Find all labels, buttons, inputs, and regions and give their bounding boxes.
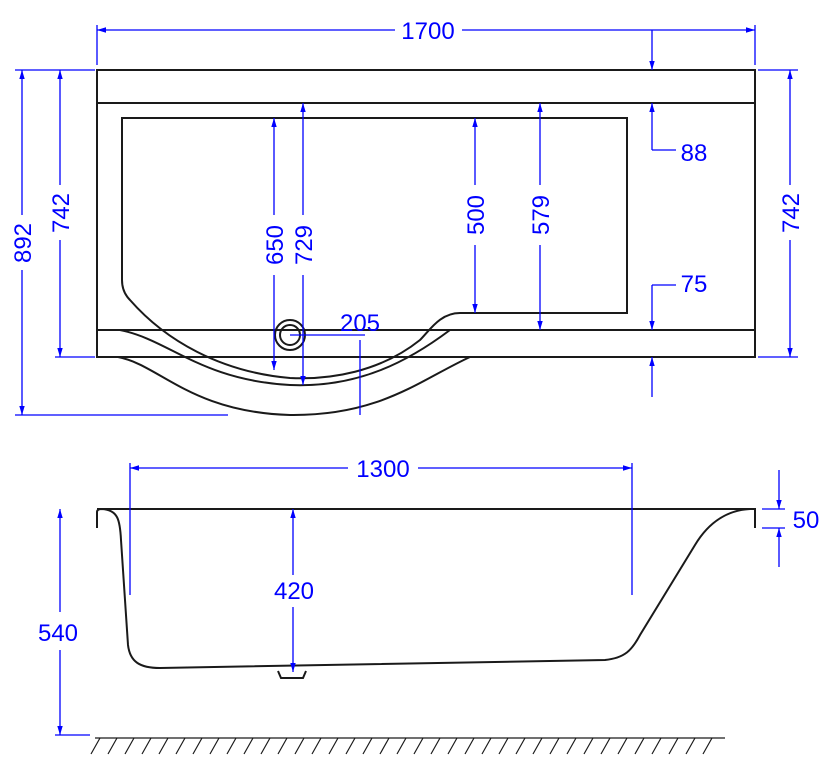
hatch-line	[447, 737, 458, 755]
hatch-line	[566, 737, 577, 755]
dim-label: 579	[528, 195, 555, 235]
hatch-line	[600, 737, 611, 755]
hatch-line	[481, 737, 492, 755]
dim-label: 1300	[356, 456, 409, 483]
dim-depth-742-left: 742	[48, 70, 95, 358]
hatch-line	[226, 737, 237, 755]
dim-basin-729: 729	[291, 103, 318, 385]
hatch-line	[277, 737, 288, 755]
dim-basin-500: 500	[463, 118, 490, 313]
dim-label: 650	[262, 225, 289, 265]
hatch-line	[379, 737, 390, 755]
dim-length-1300: 1300	[129, 456, 633, 595]
dim-rim-88: 88	[649, 30, 708, 167]
dim-rim-50: 50	[762, 470, 819, 567]
hatch-line	[668, 737, 679, 755]
dim-depth-420: 420	[274, 509, 314, 672]
hatch-line	[549, 737, 560, 755]
hatch-line	[498, 737, 509, 755]
dim-label: 50	[793, 507, 820, 534]
dim-depth-742-right: 742	[758, 69, 805, 358]
dim-label: 540	[38, 620, 78, 647]
hatch-line	[294, 737, 305, 755]
dim-basin-650: 650	[262, 118, 289, 370]
hatch-line	[243, 737, 254, 755]
hatch-line	[158, 737, 169, 755]
top-view-outline	[96, 69, 756, 417]
hatch-line	[141, 737, 152, 755]
hatch-line	[107, 737, 118, 755]
dim-basin-579: 579	[528, 103, 555, 330]
dim-label: 742	[778, 193, 805, 233]
hatch-line	[311, 737, 322, 755]
hatch-line	[345, 737, 356, 755]
dim-label: 420	[274, 578, 314, 605]
dim-rim-75: 75	[649, 271, 708, 397]
hatch-line	[413, 737, 424, 755]
hatch-line	[464, 737, 475, 755]
hatch-line	[396, 737, 407, 755]
hatch-line	[617, 737, 628, 755]
dim-depth-892: 892	[10, 69, 228, 416]
dim-label: 1700	[401, 18, 454, 45]
hatch-line	[651, 737, 662, 755]
dim-label: 88	[681, 140, 708, 167]
dim-drain-205: 205	[290, 310, 380, 415]
hatch-line	[90, 737, 101, 755]
hatch-line	[430, 737, 441, 755]
hatch-line	[192, 737, 203, 755]
hatch-line	[362, 737, 373, 755]
hatch-line	[702, 737, 713, 755]
dim-width-1700: 1700	[96, 18, 756, 65]
dim-label: 892	[10, 223, 37, 263]
floor-hatch	[90, 737, 725, 755]
dim-label: 75	[681, 271, 708, 298]
hatch-line	[634, 737, 645, 755]
dim-label: 729	[291, 225, 318, 265]
hatch-line	[209, 737, 220, 755]
side-view-outline	[96, 507, 756, 679]
hatch-line	[175, 737, 186, 755]
dim-label: 500	[463, 195, 490, 235]
hatch-line	[515, 737, 526, 755]
hatch-line	[583, 737, 594, 755]
dim-label: 205	[340, 310, 380, 337]
dim-label: 742	[48, 193, 75, 233]
hatch-line	[124, 737, 135, 755]
hatch-line	[260, 737, 271, 755]
hatch-line	[532, 737, 543, 755]
hatch-line	[328, 737, 339, 755]
hatch-line	[685, 737, 696, 755]
dim-height-540: 540	[38, 509, 90, 736]
